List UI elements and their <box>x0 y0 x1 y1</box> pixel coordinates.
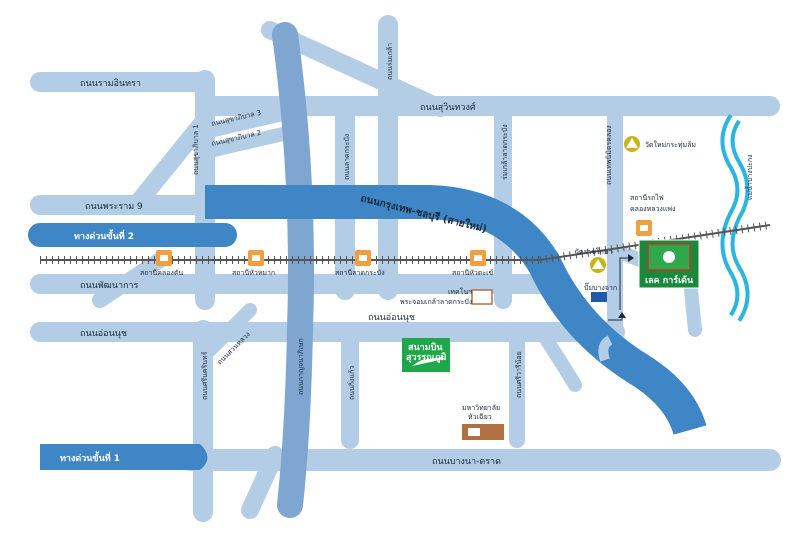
label-expressway-2: ทางด่วนขั้นที่ 2 <box>74 229 134 242</box>
expressway-1 <box>40 444 208 470</box>
motorway <box>205 185 707 436</box>
university-building-icon <box>468 428 480 436</box>
label-temple-mid: วัดราชโกษา <box>575 247 613 256</box>
road-bottom-left-diag <box>241 446 284 519</box>
label-station-hua-takhe: สถานีหัวตะเข้ <box>452 269 493 277</box>
station-hua-mak <box>248 250 264 266</box>
label-ladkrabang-v: ถนนลาดกระบัง <box>343 134 351 180</box>
label-bangna-trat: ถนนบางนา-ตราด <box>432 457 501 467</box>
arrow-icon <box>608 254 634 321</box>
motorway-inner-loop <box>598 335 613 362</box>
label-expressway-1: ทางด่วนขั้นที่ 1 <box>60 451 120 464</box>
motorway-branch <box>533 323 582 392</box>
label-onnut-left: ถนนอ่อนนุช <box>80 329 127 339</box>
label-phraram-9: ถนนพระราม 9 <box>85 202 143 212</box>
label-station-khlong-luang-2: คลองหลวงแพ่ง <box>630 205 675 213</box>
destination-badge <box>638 239 700 289</box>
station-klong-tan <box>156 250 172 266</box>
label-kmitl-2: พระจอมเกล้าลาดกระบัง <box>400 298 472 306</box>
label-temple-top: วัดใหม่กระทุ่มล้ม <box>645 140 696 149</box>
label-lat-krabang-v: ร่มเกล้าลาดกระบัง <box>501 124 509 180</box>
label-sukhapiban-1: ถนนสุขาภิบาล 1 <box>192 124 200 175</box>
station-lat-krabang <box>355 250 371 266</box>
label-station-lat-krabang: สถานีลาดกระบัง <box>335 269 385 277</box>
label-station-hua-mak: สถานีหัวหมาก <box>232 269 275 277</box>
label-airport-1: สนามบิน <box>408 342 443 353</box>
road-diagonal-left <box>131 111 214 209</box>
label-university-1: มหาวิทยาลัย <box>462 404 500 412</box>
temple-icon-2 <box>590 257 606 273</box>
label-kingkaew: ถนนกิ่งแก้ว <box>347 366 356 400</box>
fuel-pump-icon <box>591 292 607 302</box>
station-hua-takhe <box>470 250 486 266</box>
label-onnut-center: ถนนอ่อนนุช <box>368 313 415 323</box>
label-suvinthawong: ถนนสุวินทวงศ์ <box>420 101 476 113</box>
road-suan-luang <box>203 303 257 357</box>
label-river: แม่น้ำบางปะกง <box>743 155 754 201</box>
label-kanchanaphisek: ถนนกาญจนาภิเษก <box>297 338 305 395</box>
temple-icon <box>624 136 640 152</box>
road-left-diag-2 <box>92 252 168 308</box>
label-ram-inthra: ถนนรามอินทรา <box>80 78 141 89</box>
river-inner <box>724 116 746 320</box>
airport-badge <box>402 338 450 372</box>
label-station-khlong-luang-1: สถานีรถไฟ <box>630 193 664 202</box>
label-airport-2: สุวรรณภูมิ <box>406 352 446 363</box>
label-thepharak: ถนนเทพนิมิตรคลอง <box>605 125 613 185</box>
road-kanchanaphisek <box>272 22 314 518</box>
label-university-2: หัวเฉียว <box>468 413 492 421</box>
station-khlong-luang <box>636 220 652 236</box>
label-pump: ปั๊มบางจาก <box>584 282 617 292</box>
label-destination: เลค การ์เด้น <box>645 274 694 286</box>
label-kmitl-1: เทคโนฯ <box>448 287 472 296</box>
label-romklao: ถนนร่มเกล้า <box>386 43 394 80</box>
label-sriwara: ถนนศรีวารีน้อย <box>515 351 523 398</box>
label-phatthanakan: ถนนพัฒนาการ <box>80 281 139 291</box>
label-srinagarindra: ถนนศรีนครินทร์ <box>201 351 209 400</box>
university-icon-kmitl <box>471 289 493 305</box>
label-station-klong-tan: สถานีคลองตัน <box>140 269 183 277</box>
